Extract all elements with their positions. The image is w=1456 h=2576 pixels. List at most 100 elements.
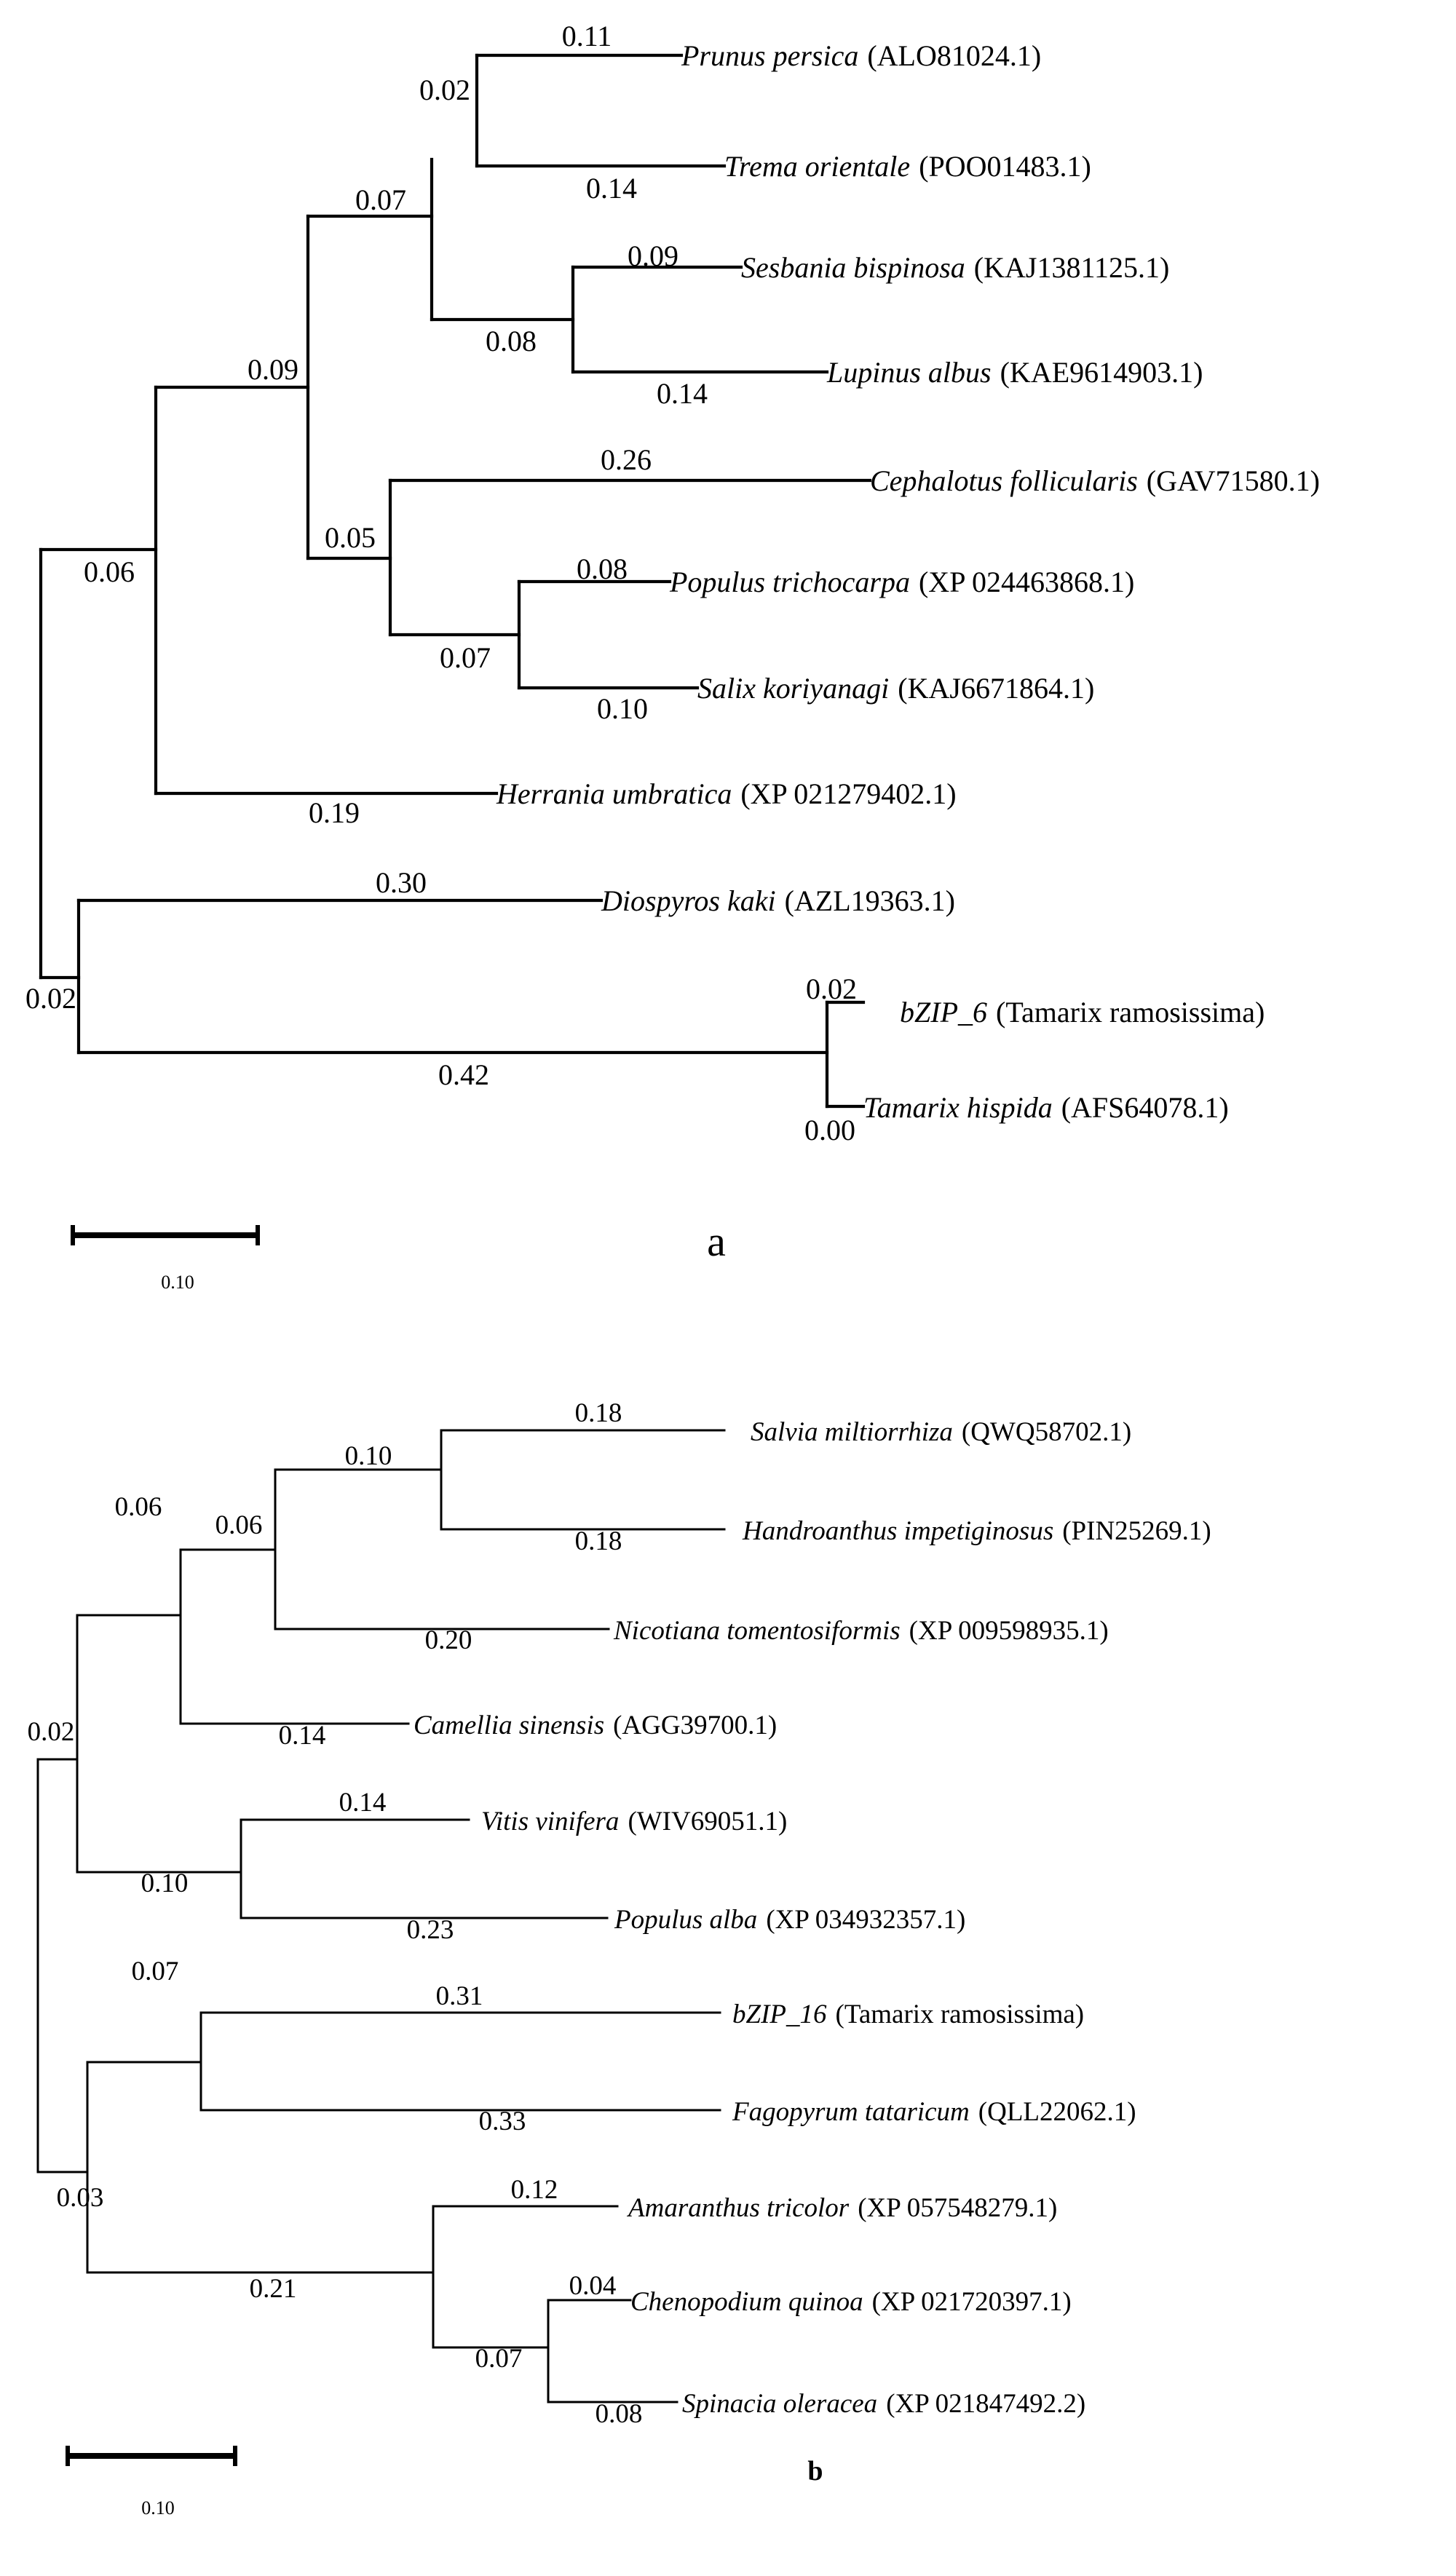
branch-length-label: 0.18: [575, 1398, 622, 1428]
leaf-label: bZIP_6(Tamarix ramosissima): [900, 996, 1265, 1029]
branch-length-label: 0.14: [586, 172, 637, 205]
tree-panel-b: 0.18 0.10 0.18 0.06 0.20 0.06 0.14 0.02 0.14 0.10…: [28, 1398, 1211, 2518]
leaf-label: Amaranthus tricolor (XP 057548279.1): [626, 2193, 1057, 2223]
branch-length-label: 0.08: [486, 325, 537, 357]
branch-length-label: 0.02: [419, 74, 470, 106]
scale-bar: 0.10: [66, 2446, 237, 2518]
leaf-label: Handroanthus impetiginosus (PIN25269.1): [742, 1516, 1211, 1546]
branch-length-label: 0.10: [141, 1868, 189, 1898]
species-name: bZIP_6: [900, 996, 987, 1029]
species-name: Fagopyrum tataricum: [732, 2097, 970, 2127]
branch-length-label: 0.23: [407, 1915, 454, 1945]
branch-length-label: 0.09: [628, 239, 678, 272]
branch-length-label: 0.08: [577, 552, 628, 585]
accession-id: (Tamarix ramosissima): [836, 2000, 1085, 2029]
leaf-label: Sesbania bispinosa (KAJ1381125.1): [741, 251, 1169, 284]
branch-length-label: 0.14: [657, 377, 708, 410]
leaf-label: Fagopyrum tataricum (QLL22062.1): [732, 2097, 1136, 2127]
branch-length-label: 0.18: [575, 1526, 622, 1556]
accession-id: (GAV71580.1): [1147, 464, 1320, 497]
branch-length-label: 0.21: [250, 2274, 297, 2304]
leaf-label: Populus alba(XP 034932357.1): [614, 1905, 965, 1935]
branch-length-label: 0.02: [28, 1717, 75, 1747]
panel-letter: b: [807, 2456, 823, 2486]
accession-id: (POO01483.1): [919, 150, 1091, 183]
tree-panel-a: 0.110.020.140.070.090.080.140.090.260.05…: [25, 20, 1320, 1293]
species-name: bZIP_16: [732, 2000, 827, 2029]
branch-length-label: 0.42: [438, 1058, 489, 1091]
branch-length-label: 0.07: [355, 183, 406, 216]
species-name: Chenopodium quinoa: [630, 2287, 863, 2317]
scale-bar-label: 0.10: [141, 2497, 175, 2518]
species-name: Lupinus albus: [826, 356, 992, 389]
species-name: Salix koriyanagi: [697, 672, 889, 705]
branch-length-label: 0.10: [597, 692, 648, 725]
accession-id: (PIN25269.1): [1062, 1516, 1211, 1546]
accession-id: (KAJ6671864.1): [898, 672, 1094, 705]
accession-id: (AFS64078.1): [1061, 1091, 1229, 1124]
branch-length-label: 0.04: [569, 2271, 617, 2301]
leaf-label: Vitis vinifera (WIV69051.1): [481, 1807, 787, 1836]
branch-length-label: 0.10: [345, 1441, 392, 1471]
leaf-label: Populus trichocarpa (XP 024463868.1): [669, 566, 1134, 598]
accession-id: (AZL19363.1): [785, 884, 955, 917]
branch-length-label: 0.02: [25, 982, 76, 1015]
branch-length-label: 0.14: [339, 1788, 387, 1818]
species-name: Vitis vinifera: [481, 1807, 619, 1836]
branch-length-label: 0.03: [57, 2183, 104, 2213]
accession-id: (XP 021847492.2): [886, 2389, 1085, 2419]
branch-length-label: 0.06: [84, 555, 135, 588]
leaf-label: Spinacia oleracea (XP 021847492.2): [682, 2389, 1085, 2419]
branch-length-label: 0.33: [479, 2107, 526, 2136]
branch-length-label: 0.02: [806, 972, 857, 1005]
species-name: Camellia sinensis: [414, 1711, 604, 1740]
branch-length-label: 0.06: [115, 1492, 162, 1522]
accession-id: (XP 021720397.1): [872, 2287, 1072, 2317]
species-name: Amaranthus tricolor: [626, 2193, 850, 2223]
accession-id: (XP 021279402.1): [740, 777, 956, 810]
branch-length-label: 0.31: [436, 1981, 483, 2011]
accession-id: (QWQ58702.1): [962, 1417, 1131, 1447]
species-name: Sesbania bispinosa: [741, 251, 965, 284]
species-name: Nicotiana tomentosiformis: [613, 1616, 901, 1646]
species-name: Prunus persica: [681, 39, 858, 72]
panel-letter: a: [707, 1218, 726, 1265]
leaf-label: Trema orientale(POO01483.1): [724, 150, 1091, 183]
accession-id: (ALO81024.1): [867, 39, 1041, 72]
leaf-label: Prunus persica (ALO81024.1): [681, 39, 1041, 72]
scale-bar-label: 0.10: [161, 1272, 194, 1293]
branch-length-label: 0.06: [215, 1510, 263, 1540]
leaf-label: Salix koriyanagi (KAJ6671864.1): [697, 672, 1094, 705]
accession-id: (XP 024463868.1): [919, 566, 1134, 598]
branch-length-label: 0.19: [309, 796, 360, 829]
species-name: Handroanthus impetiginosus: [742, 1516, 1053, 1546]
accession-id: (QLL22062.1): [978, 2097, 1136, 2127]
accession-id: (WIV69051.1): [628, 1807, 787, 1836]
branch-length-label: 0.30: [376, 866, 427, 899]
leaf-label: Cephalotus follicularis(GAV71580.1): [870, 464, 1320, 497]
leaf-label: Camellia sinensis(AGG39700.1): [414, 1711, 777, 1740]
accession-id: (KAE9614903.1): [1000, 356, 1203, 389]
scale-bar: 0.10: [71, 1225, 260, 1293]
species-name: Populus trichocarpa: [669, 566, 910, 598]
branch-length-label: 0.07: [440, 641, 491, 674]
leaf-label: Diospyros kaki (AZL19363.1): [601, 884, 955, 917]
branch-length-label: 0.14: [279, 1721, 326, 1751]
accession-id: (XP 034932357.1): [766, 1905, 965, 1935]
branch-length-label: 0.20: [425, 1625, 472, 1655]
branch-length-label: 0.11: [562, 20, 612, 52]
leaf-label: Lupinus albus(KAE9614903.1): [826, 356, 1203, 389]
leaf-label: Chenopodium quinoa (XP 021720397.1): [630, 2287, 1072, 2317]
species-name: Spinacia oleracea: [682, 2389, 877, 2419]
branch-length-label: 0.07: [132, 1957, 179, 1986]
branch-length-label: 0.08: [596, 2399, 643, 2429]
accession-id: (XP 057548279.1): [858, 2193, 1057, 2223]
leaf-label: bZIP_16 (Tamarix ramosissima): [732, 2000, 1084, 2029]
accession-id: (KAJ1381125.1): [974, 251, 1170, 284]
branch-length-label: 0.07: [475, 2344, 523, 2374]
leaf-label: Tamarix hispida(AFS64078.1): [863, 1091, 1229, 1124]
leaf-label: Salvia miltiorrhiza(QWQ58702.1): [751, 1417, 1131, 1447]
branch-length-label: 0.00: [804, 1114, 855, 1146]
species-name: Diospyros kaki: [601, 884, 776, 917]
